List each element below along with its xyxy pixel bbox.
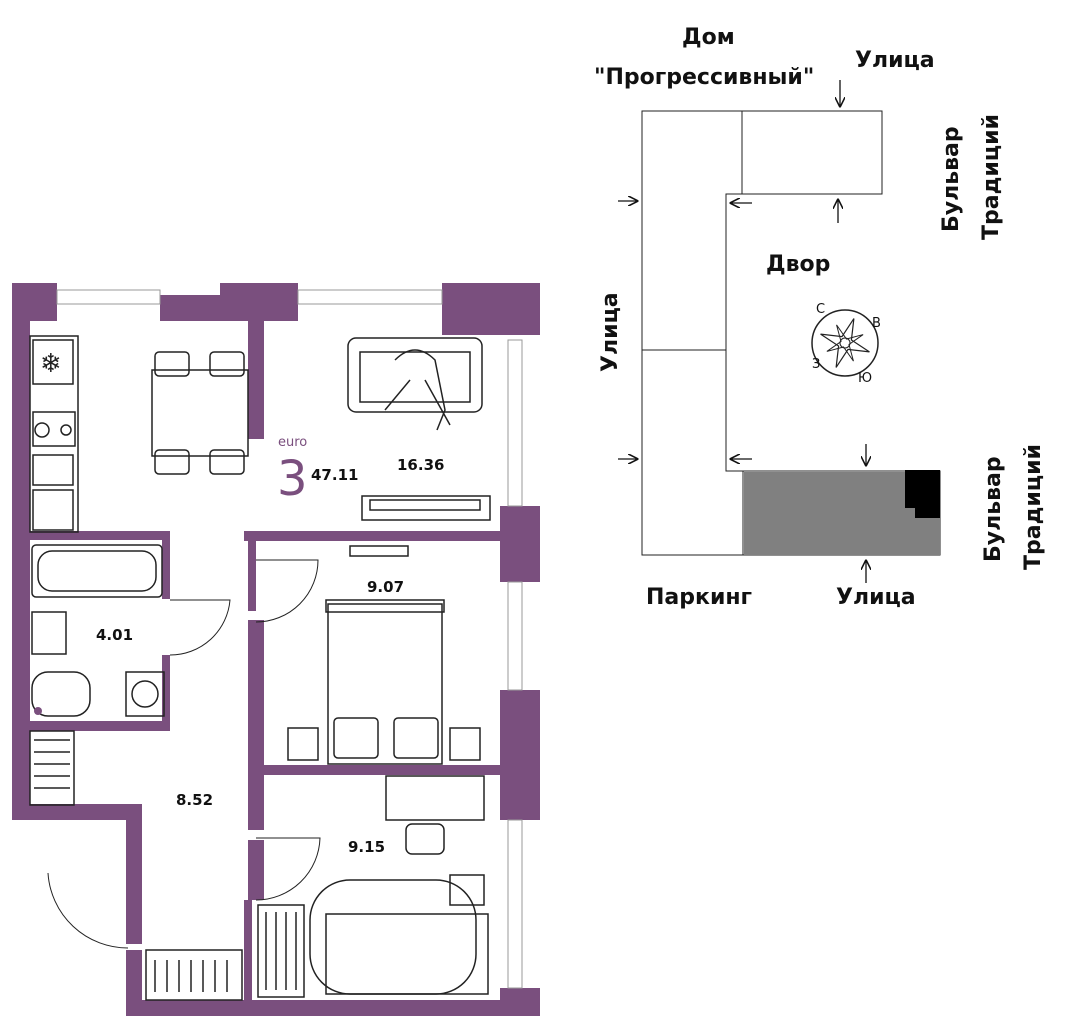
area-living: 16.36 xyxy=(397,456,444,474)
building-outline xyxy=(641,110,941,556)
area-bathroom: 4.01 xyxy=(96,626,133,644)
area-bedroom: 9.07 xyxy=(367,578,404,596)
doors xyxy=(47,559,321,949)
apartment-total-area: 47.11 xyxy=(311,466,358,484)
hall-wardrobe xyxy=(29,730,243,1001)
apartment-floor-plan: ❄ xyxy=(12,283,540,1016)
bathroom-fixtures xyxy=(31,544,165,717)
dining-set xyxy=(151,351,249,475)
yard-label: Двор xyxy=(766,252,830,277)
compass-west: З xyxy=(812,357,820,372)
building-block xyxy=(905,470,940,518)
kitchen-appliances xyxy=(29,335,79,533)
apartment-class-label: euro xyxy=(278,435,307,450)
drain-dot xyxy=(34,707,42,715)
parking-label: Паркинг xyxy=(646,585,752,610)
windows xyxy=(56,289,523,989)
street-left-label: Улица xyxy=(598,292,623,372)
interior-walls xyxy=(30,321,500,1000)
boulevard-top-line2: Традиций xyxy=(979,114,1004,240)
compass-south: Ю xyxy=(858,371,872,386)
tv-unit xyxy=(361,495,491,521)
compass-north: С xyxy=(816,302,825,317)
area-room-small: 9.15 xyxy=(348,838,385,856)
building-label: Дом xyxy=(682,25,735,50)
street-bottom-label: Улица xyxy=(836,585,916,610)
boulevard-bottom-line2: Традиций xyxy=(1021,444,1046,570)
area-hall: 8.52 xyxy=(176,791,213,809)
street-top-label: Улица xyxy=(855,48,935,73)
compass-east: В xyxy=(872,316,881,331)
boulevard-bottom-line1: Бульвар xyxy=(981,456,1006,562)
snowflake-icon: ❄ xyxy=(40,349,62,379)
site-plan: С В Ю З Дом "Прогрессивный" Улица Двор П… xyxy=(594,25,1046,610)
compass-rose-icon xyxy=(811,309,879,377)
sofa-living-room xyxy=(347,337,483,431)
boulevard-top-line1: Бульвар xyxy=(939,126,964,232)
bedroom-furniture xyxy=(287,545,481,765)
apartment-rooms-count: 3 xyxy=(277,451,308,507)
exterior-walls xyxy=(12,283,540,1016)
entrance-arrows xyxy=(618,80,866,583)
small-room-furniture xyxy=(257,775,489,998)
building-name: "Прогрессивный" xyxy=(594,65,814,90)
